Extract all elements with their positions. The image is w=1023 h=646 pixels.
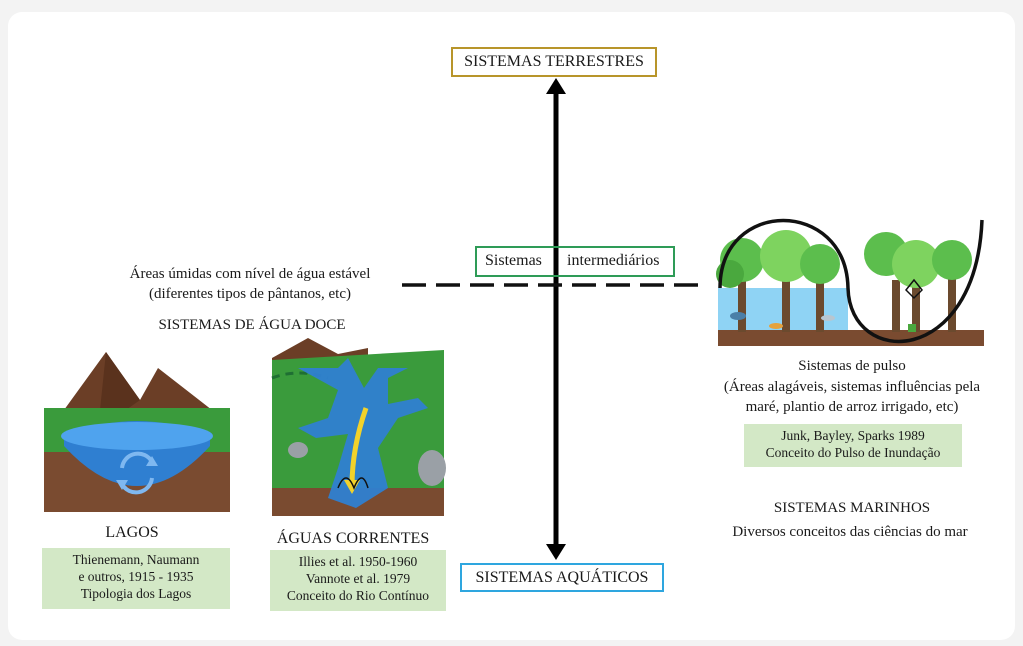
stable-wetlands-line1: Áreas úmidas com nível de água estável xyxy=(129,266,371,282)
dashed-line-icon xyxy=(402,283,707,287)
pulse-desc-line1: (Áreas alagáveis, sistemas influências p… xyxy=(723,379,981,395)
running-waters-ref-line: Conceito do Rio Contínuo xyxy=(286,588,430,603)
running-waters-label: ÁGUAS CORRENTES xyxy=(276,530,430,547)
terrestrial-systems-label: SISTEMAS TERRESTRES xyxy=(451,47,657,77)
lake-icon xyxy=(44,352,230,512)
pulse-ref-line: Junk, Bayley, Sparks 1989 xyxy=(781,428,925,443)
floodplain-icon xyxy=(716,218,984,346)
river-icon xyxy=(271,338,446,516)
running-waters-reference: Illies et al. 1950-1960 Vannote et al. 1… xyxy=(270,550,446,611)
vertical-double-arrow-icon xyxy=(546,78,566,560)
pulse-reference: Junk, Bayley, Sparks 1989 Conceito do Pu… xyxy=(744,424,962,467)
marine-heading: SISTEMAS MARINHOS xyxy=(773,500,931,516)
lakes-ref-line: Tipologia dos Lagos xyxy=(80,586,192,601)
intermediate-systems-box: Sistemas intermediários xyxy=(475,246,675,277)
lakes-label: LAGOS xyxy=(105,524,159,541)
pulse-desc-line2: maré, plantio de arroz irrigado, etc) xyxy=(745,399,959,415)
marine-desc: Diversos conceitos das ciências do mar xyxy=(732,524,968,540)
running-waters-ref-line: Vannote et al. 1979 xyxy=(305,571,411,586)
stable-wetlands-line2: (diferentes tipos de pântanos, etc) xyxy=(148,286,351,302)
lakes-ref-line: Thienemann, Naumann xyxy=(72,552,200,567)
intermediate-label-a: Sistemas xyxy=(483,251,544,271)
lakes-ref-line: e outros, 1915 - 1935 xyxy=(78,569,194,584)
lakes-reference: Thienemann, Naumann e outros, 1915 - 193… xyxy=(42,548,230,609)
freshwater-heading: SISTEMAS DE ÁGUA DOCE xyxy=(158,317,346,333)
intermediate-label-b: intermediários xyxy=(565,251,662,271)
aquatic-systems-label: SISTEMAS AQUÁTICOS xyxy=(460,563,664,592)
pulse-title: Sistemas de pulso xyxy=(798,358,906,374)
running-waters-ref-line: Illies et al. 1950-1960 xyxy=(298,554,418,569)
pulse-ref-line: Conceito do Pulso de Inundação xyxy=(765,445,941,460)
